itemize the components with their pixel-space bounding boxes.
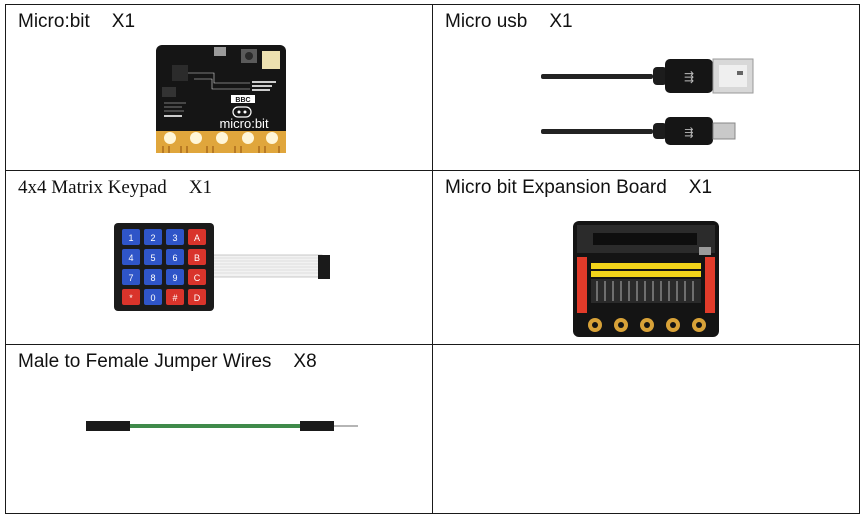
keypad-key-label: 3 xyxy=(172,233,177,243)
keypad-key xyxy=(188,249,206,265)
keypad-key xyxy=(122,249,140,265)
table-cell-expansion-board: Micro bit Expansion Board X1 xyxy=(433,171,859,344)
item-name: Male to Female Jumper Wires xyxy=(18,351,272,372)
keypad-key xyxy=(166,269,184,285)
keypad-key xyxy=(188,269,206,285)
keypad-key-label: 1 xyxy=(128,233,133,243)
keypad-key-label: 6 xyxy=(172,253,177,263)
item-title: Micro:bit X1 xyxy=(18,11,135,33)
expansion-board-image xyxy=(573,221,719,337)
keypad-key-label: 0 xyxy=(150,293,155,303)
keypad-key-label: D xyxy=(194,293,201,303)
keypad-key-label: 2 xyxy=(150,233,155,243)
keypad-key xyxy=(122,289,140,305)
keypad-key xyxy=(144,249,162,265)
item-name: Micro usb xyxy=(445,11,528,32)
table-cell-empty xyxy=(433,345,859,513)
item-title: Micro bit Expansion Board X1 xyxy=(445,177,712,199)
svg-text:⇶: ⇶ xyxy=(684,126,693,139)
table-cell-jumper-wires: Male to Female Jumper Wires X8 xyxy=(6,345,432,513)
item-title: 4x4 Matrix Keypad X1 xyxy=(18,177,212,199)
table-border-bottom xyxy=(5,513,860,514)
keypad-key-label: # xyxy=(172,293,177,303)
keypad-key-label: 4 xyxy=(128,253,133,263)
table-cell-microbit: Micro:bit X1 BBC micro:bit xyxy=(6,5,432,170)
keypad-key xyxy=(122,269,140,285)
micro-usb-cable-image: ⇶ ⇶ xyxy=(541,58,754,145)
keypad-key xyxy=(166,289,184,305)
board-logo-label: micro:bit xyxy=(219,116,269,131)
keypad-key-label: B xyxy=(194,253,200,263)
item-name: Micro:bit xyxy=(18,11,90,32)
keypad-key xyxy=(188,289,206,305)
table-border-top xyxy=(5,4,860,5)
table-cell-micro-usb: Micro usb X1 ⇶ ⇶ xyxy=(433,5,859,170)
item-qty: X1 xyxy=(688,177,713,198)
item-title: Micro usb X1 xyxy=(445,11,573,33)
jumper-wire-image xyxy=(86,421,358,431)
microbit-board-image: BBC micro:bit xyxy=(156,45,286,153)
item-name: Micro bit Expansion Board xyxy=(445,177,667,198)
item-qty: X1 xyxy=(549,11,573,32)
keypad-key-label: A xyxy=(194,233,200,243)
item-qty: X1 xyxy=(111,11,136,32)
row-divider-1 xyxy=(5,170,860,171)
table-border-mid xyxy=(432,4,433,514)
keypad-key xyxy=(144,229,162,245)
item-name: 4x4 Matrix Keypad xyxy=(18,177,167,198)
table-border-right xyxy=(859,4,860,514)
keypad-key-label: 7 xyxy=(128,273,133,283)
keypad-key-label: 8 xyxy=(150,273,155,283)
board-brand-label: BBC xyxy=(235,97,250,104)
item-qty: X1 xyxy=(188,177,213,198)
table-cell-keypad: 4x4 Matrix Keypad X1 1 2 3 A 4 5 6 B 7 8 9 C * 0 # D xyxy=(6,171,432,344)
keypad-key xyxy=(188,229,206,245)
keypad-key-label: 5 xyxy=(150,253,155,263)
svg-text:⇶: ⇶ xyxy=(684,70,694,84)
keypad-key xyxy=(166,249,184,265)
keypad-key-label: C xyxy=(194,273,201,283)
keypad-key xyxy=(166,229,184,245)
table-border-left xyxy=(5,4,6,514)
keypad-key-label: * xyxy=(129,293,133,303)
row-divider-2 xyxy=(5,344,860,345)
keypad-image: 1 2 3 A 4 5 6 B 7 8 9 C * 0 # D xyxy=(114,223,330,311)
keypad-key xyxy=(122,229,140,245)
item-qty: X8 xyxy=(293,351,317,372)
keypad-key xyxy=(144,289,162,305)
keypad-key-label: 9 xyxy=(172,273,177,283)
keypad-key xyxy=(144,269,162,285)
item-title: Male to Female Jumper Wires X8 xyxy=(18,351,317,373)
